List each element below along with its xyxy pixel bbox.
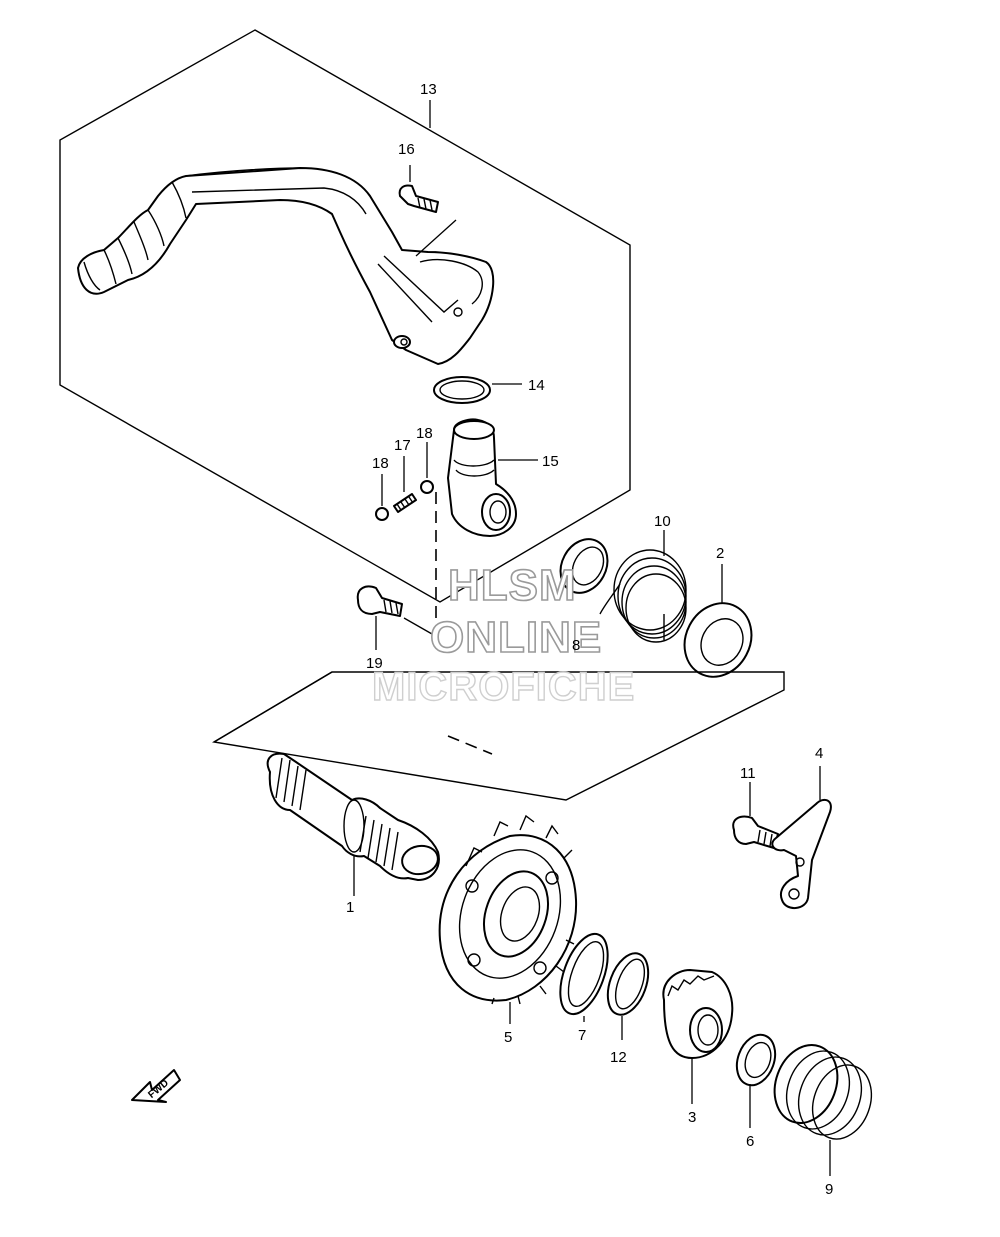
watermark-line-2: ONLINE xyxy=(430,613,602,662)
callout-19: 19 xyxy=(366,655,383,672)
stopper-bolt[interactable] xyxy=(732,815,779,849)
callout-10: 10 xyxy=(654,513,671,530)
spring-washer[interactable] xyxy=(672,591,764,688)
callout-1: 1 xyxy=(346,899,354,916)
callout-7: 7 xyxy=(578,1027,586,1044)
flange-bolt[interactable] xyxy=(356,585,403,617)
callout-6: 6 xyxy=(746,1133,754,1150)
callout-8: 8 xyxy=(572,637,580,654)
callout-13: 13 xyxy=(420,81,437,98)
kick-ratchet[interactable] xyxy=(662,969,734,1059)
ratchet-spring[interactable] xyxy=(764,1036,881,1147)
callout-labels: 13 16 14 18 17 18 15 10 2 8 19 11 4 1 5 … xyxy=(346,81,833,1198)
detent-spring[interactable] xyxy=(393,493,417,513)
watermark-line-1: HLSM xyxy=(448,561,577,610)
kick-starter-lever[interactable] xyxy=(77,167,495,365)
callout-9: 9 xyxy=(825,1181,833,1198)
assembly-centerline-lower xyxy=(447,735,493,755)
kick-spring-guide[interactable] xyxy=(551,531,616,601)
spring-seat-washer[interactable] xyxy=(730,1029,782,1090)
callout-18-right: 18 xyxy=(416,425,433,442)
steel-ball-right[interactable] xyxy=(420,480,434,494)
callout-16: 16 xyxy=(398,141,415,158)
callout-18-left: 18 xyxy=(372,455,389,472)
kick-return-spring[interactable] xyxy=(599,549,687,643)
kick-lever-assembly-box xyxy=(59,29,631,603)
kick-stopper-plate[interactable] xyxy=(771,798,832,909)
steel-ball-left[interactable] xyxy=(375,507,389,521)
circlip[interactable] xyxy=(600,948,656,1020)
callout-15: 15 xyxy=(542,453,559,470)
callout-3: 3 xyxy=(688,1109,696,1126)
callout-5: 5 xyxy=(504,1029,512,1046)
lever-bolt[interactable] xyxy=(398,184,439,213)
kick-starter-shaft[interactable] xyxy=(266,752,440,881)
callout-2: 2 xyxy=(716,545,724,562)
fwd-direction-arrow: FWD xyxy=(131,1069,181,1103)
watermark: HLSM ONLINE MICROFICHE xyxy=(371,560,635,710)
callout-17: 17 xyxy=(394,437,411,454)
kick-starter-boss[interactable] xyxy=(447,418,517,537)
watermark-line-3: MICROFICHE xyxy=(372,665,635,709)
callout-11: 11 xyxy=(740,765,756,782)
callout-4: 4 xyxy=(815,745,823,762)
kick-drive-gear[interactable] xyxy=(438,814,578,1005)
thrust-washer[interactable] xyxy=(551,928,617,1021)
callout-12: 12 xyxy=(610,1049,627,1066)
callout-14: 14 xyxy=(528,377,545,394)
